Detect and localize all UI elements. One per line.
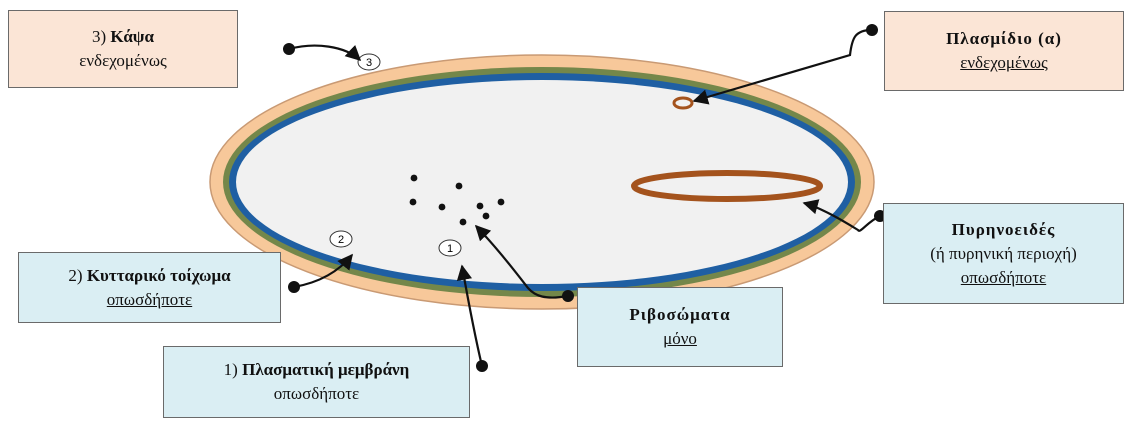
membrane-label-box: 1) Πλασματική μεμβράνη οπωσδήποτε	[163, 346, 470, 418]
membrane-title: Πλασματική μεμβράνη	[242, 360, 409, 379]
nucleoid-qualifier: οπωσδήποτε	[961, 266, 1046, 290]
wall-label-box: 2) Κυτταρικό τοίχωμα οπωσδήποτε	[18, 252, 281, 323]
wall-pointer-dot	[288, 281, 300, 293]
ribosome-dot	[477, 203, 484, 210]
ribosome-dot	[410, 199, 417, 206]
marker-1: 1	[439, 240, 461, 256]
capsule-label-box: 3) Κάψα ενδεχομένως	[8, 10, 238, 88]
ribosomes-qualifier: μόνο	[663, 327, 697, 351]
svg-text:1: 1	[447, 243, 453, 255]
nucleoid-title: Πυρηνοειδές	[952, 218, 1056, 242]
ribosome-dot	[411, 175, 418, 182]
plasmid-pointer-dot	[866, 24, 878, 36]
cytoplasm	[236, 80, 848, 284]
membrane-qualifier: οπωσδήποτε	[274, 382, 359, 406]
wall-number: 2)	[68, 266, 86, 285]
plasmid-title: Πλασμίδιο (α)	[946, 27, 1062, 51]
plasmid-qualifier: ενδεχομένως	[960, 51, 1048, 75]
ribosomes-title: Ριβοσώματα	[629, 303, 730, 327]
ribosome-dot	[498, 199, 505, 206]
capsule-pointer-dot	[283, 43, 295, 55]
wall-qualifier: οπωσδήποτε	[107, 288, 192, 312]
ribosome-dot	[439, 204, 446, 211]
capsule-title: Κάψα	[110, 27, 154, 46]
capsule-number: 3)	[92, 27, 110, 46]
ribosome-pointer-dot	[562, 290, 574, 302]
membrane-pointer-dot	[476, 360, 488, 372]
svg-text:3: 3	[366, 57, 372, 69]
ribosome-dot	[456, 183, 463, 190]
nucleoid-label-box: Πυρηνοειδές (ή πυρηνική περιοχή) οπωσδήπ…	[883, 203, 1124, 304]
marker-2: 2	[330, 231, 352, 247]
capsule-qualifier: ενδεχομένως	[79, 49, 167, 73]
capsule-pointer	[289, 46, 360, 60]
ribosomes-label-box: Ριβοσώματα μόνο	[577, 287, 783, 367]
wall-title: Κυτταρικό τοίχωμα	[87, 266, 231, 285]
nucleoid-subtitle: (ή πυρηνική περιοχή)	[930, 242, 1077, 266]
membrane-number: 1)	[224, 360, 242, 379]
marker-3: 3	[358, 54, 380, 70]
ribosome-dot	[460, 219, 467, 226]
ribosome-dot	[483, 213, 490, 220]
plasmid-label-box: Πλασμίδιο (α) ενδεχομένως	[884, 11, 1124, 91]
svg-text:2: 2	[338, 234, 344, 246]
